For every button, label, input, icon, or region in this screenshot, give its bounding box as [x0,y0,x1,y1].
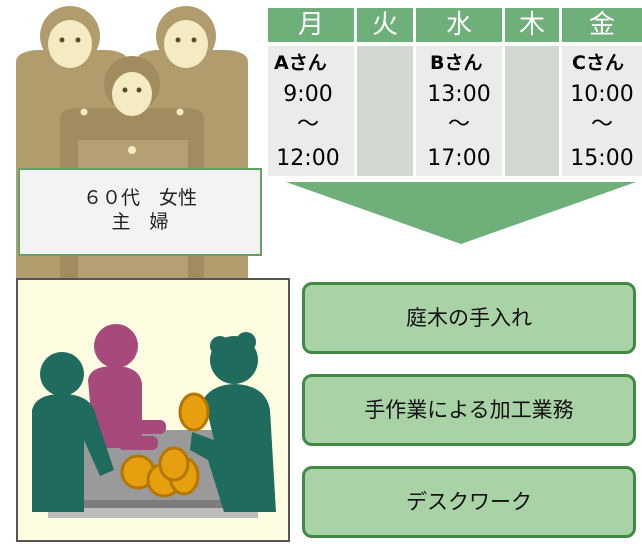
meeting-icon [32,324,276,518]
down-arrow-icon [286,182,636,244]
entry-name: Aさん [274,52,327,74]
day-header-tue: 火 [357,8,413,42]
entry-tilde: ～ [296,112,319,137]
profile-age-gender: ６０代 女性 [82,187,197,209]
meeting-picture [16,278,290,542]
entry-end-time: 12:00 [276,146,340,171]
day-header-mon: 月 [268,8,354,42]
entry-end-time: 15:00 [570,146,634,171]
entry-start-time: 9:00 [283,82,333,107]
profile-card: ６０代 女性 主 婦 [18,168,262,256]
day-header-wed: 水 [416,8,502,42]
entry-name: Cさん [572,52,624,74]
profile-occupation: 主 婦 [111,211,169,233]
day-header-fri: 金 [562,8,642,42]
entry-tilde: ～ [447,112,470,137]
entry-name: Bさん [430,52,483,74]
job-desk-work[interactable]: デスクワーク [302,466,636,538]
entry-start-time: 13:00 [427,82,491,107]
job-manual-processing[interactable]: 手作業による加工業務 [302,374,636,446]
entry-start-time: 10:00 [570,82,634,107]
entry-tilde: ～ [590,112,613,137]
job-garden-care[interactable]: 庭木の手入れ [302,282,636,354]
entry-end-time: 17:00 [427,146,491,171]
day-header-thu: 木 [505,8,559,42]
